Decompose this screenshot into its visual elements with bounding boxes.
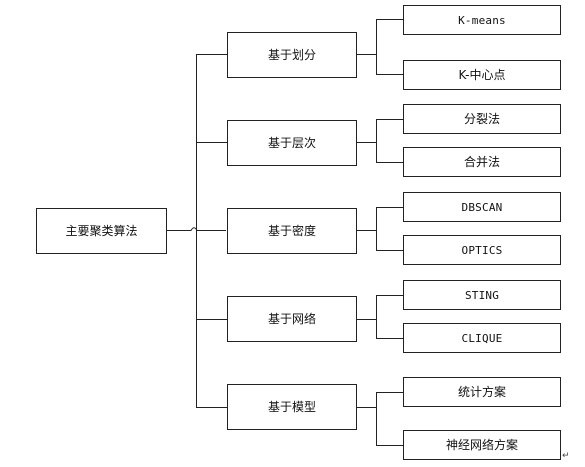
leaf-node-kmedoids: K-中心点: [403, 60, 561, 90]
leaf-node-clique: CLIQUE: [403, 323, 561, 353]
root-node: 主要聚类算法: [36, 208, 167, 254]
leaf-node-agglomerative: 合并法: [403, 147, 561, 177]
leaf-node-dbscan: DBSCAN: [403, 192, 561, 222]
leaf-node-divisive: 分裂法: [403, 104, 561, 134]
leaf-node-neural-network: 神经网络方案: [403, 430, 561, 460]
leaf-node-kmeans: K-means: [403, 5, 561, 35]
leaf-node-statistical: 统计方案: [403, 377, 561, 407]
group-node-model: 基于模型: [227, 384, 357, 430]
group-node-hierarchy: 基于层次: [227, 120, 357, 166]
leaf-node-optics: OPTICS: [403, 235, 561, 265]
leaf-node-sting: STING: [403, 280, 561, 310]
group-node-grid: 基于网络: [227, 296, 357, 342]
group-node-density: 基于密度: [227, 208, 357, 254]
group-node-partition: 基于划分: [227, 32, 357, 78]
paragraph-mark: ↵: [562, 451, 570, 461]
